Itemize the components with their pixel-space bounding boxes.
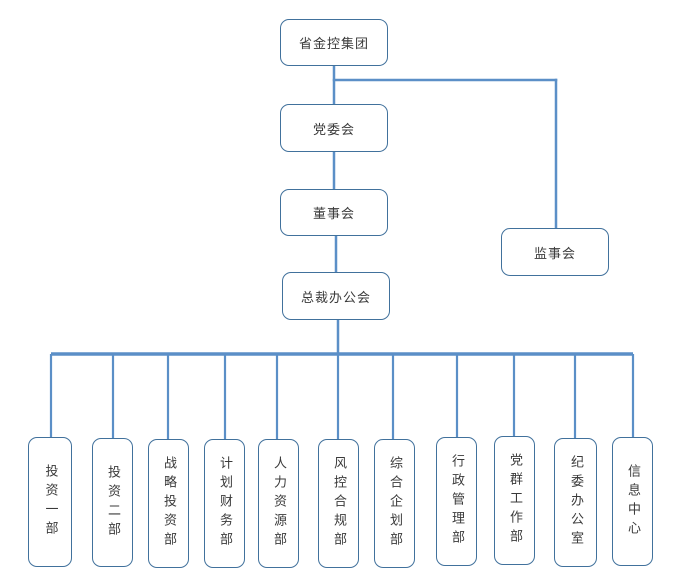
department-label: 投资一部 (42, 464, 58, 540)
node-supervisory-board[interactable]: 监事会 (501, 228, 609, 276)
node-executive-office-label: 总裁办公会 (300, 290, 371, 306)
department-label: 人力资源部 (271, 456, 286, 551)
node-supervisory-board-label: 监事会 (533, 246, 576, 262)
department-label: 投资二部 (105, 464, 120, 541)
node-board-label: 董事会 (312, 207, 355, 222)
department-label: 战略投资部 (161, 456, 176, 551)
node-root[interactable]: 省金控集团 (280, 19, 388, 66)
department-label: 党群工作部 (507, 453, 522, 548)
department-node[interactable]: 投资二部 (92, 438, 133, 567)
department-node[interactable]: 人力资源部 (258, 439, 299, 568)
department-label: 信息中心 (625, 463, 640, 540)
department-label: 综合企划部 (387, 456, 402, 551)
department-node[interactable]: 党群工作部 (494, 436, 535, 565)
department-node[interactable]: 纪委办公室 (554, 438, 597, 567)
department-node[interactable]: 战略投资部 (148, 439, 189, 568)
department-node[interactable]: 信息中心 (612, 437, 653, 566)
department-node[interactable]: 计划财务部 (204, 439, 245, 568)
node-executive-office[interactable]: 总裁办公会 (282, 272, 390, 320)
node-party-committee-label: 党委会 (312, 122, 355, 138)
department-label: 计划财务部 (217, 456, 232, 551)
node-party-committee[interactable]: 党委会 (280, 104, 388, 152)
department-node[interactable]: 行政管理部 (436, 437, 477, 566)
department-label: 风控合规部 (331, 456, 346, 551)
department-label: 纪委办公室 (568, 455, 583, 550)
department-node[interactable]: 投资一部 (28, 437, 72, 567)
node-board[interactable]: 董事会 (280, 189, 388, 236)
department-node[interactable]: 综合企划部 (374, 439, 415, 568)
node-root-label: 省金控集团 (298, 37, 369, 52)
department-node[interactable]: 风控合规部 (318, 439, 359, 568)
department-label: 行政管理部 (449, 454, 464, 549)
